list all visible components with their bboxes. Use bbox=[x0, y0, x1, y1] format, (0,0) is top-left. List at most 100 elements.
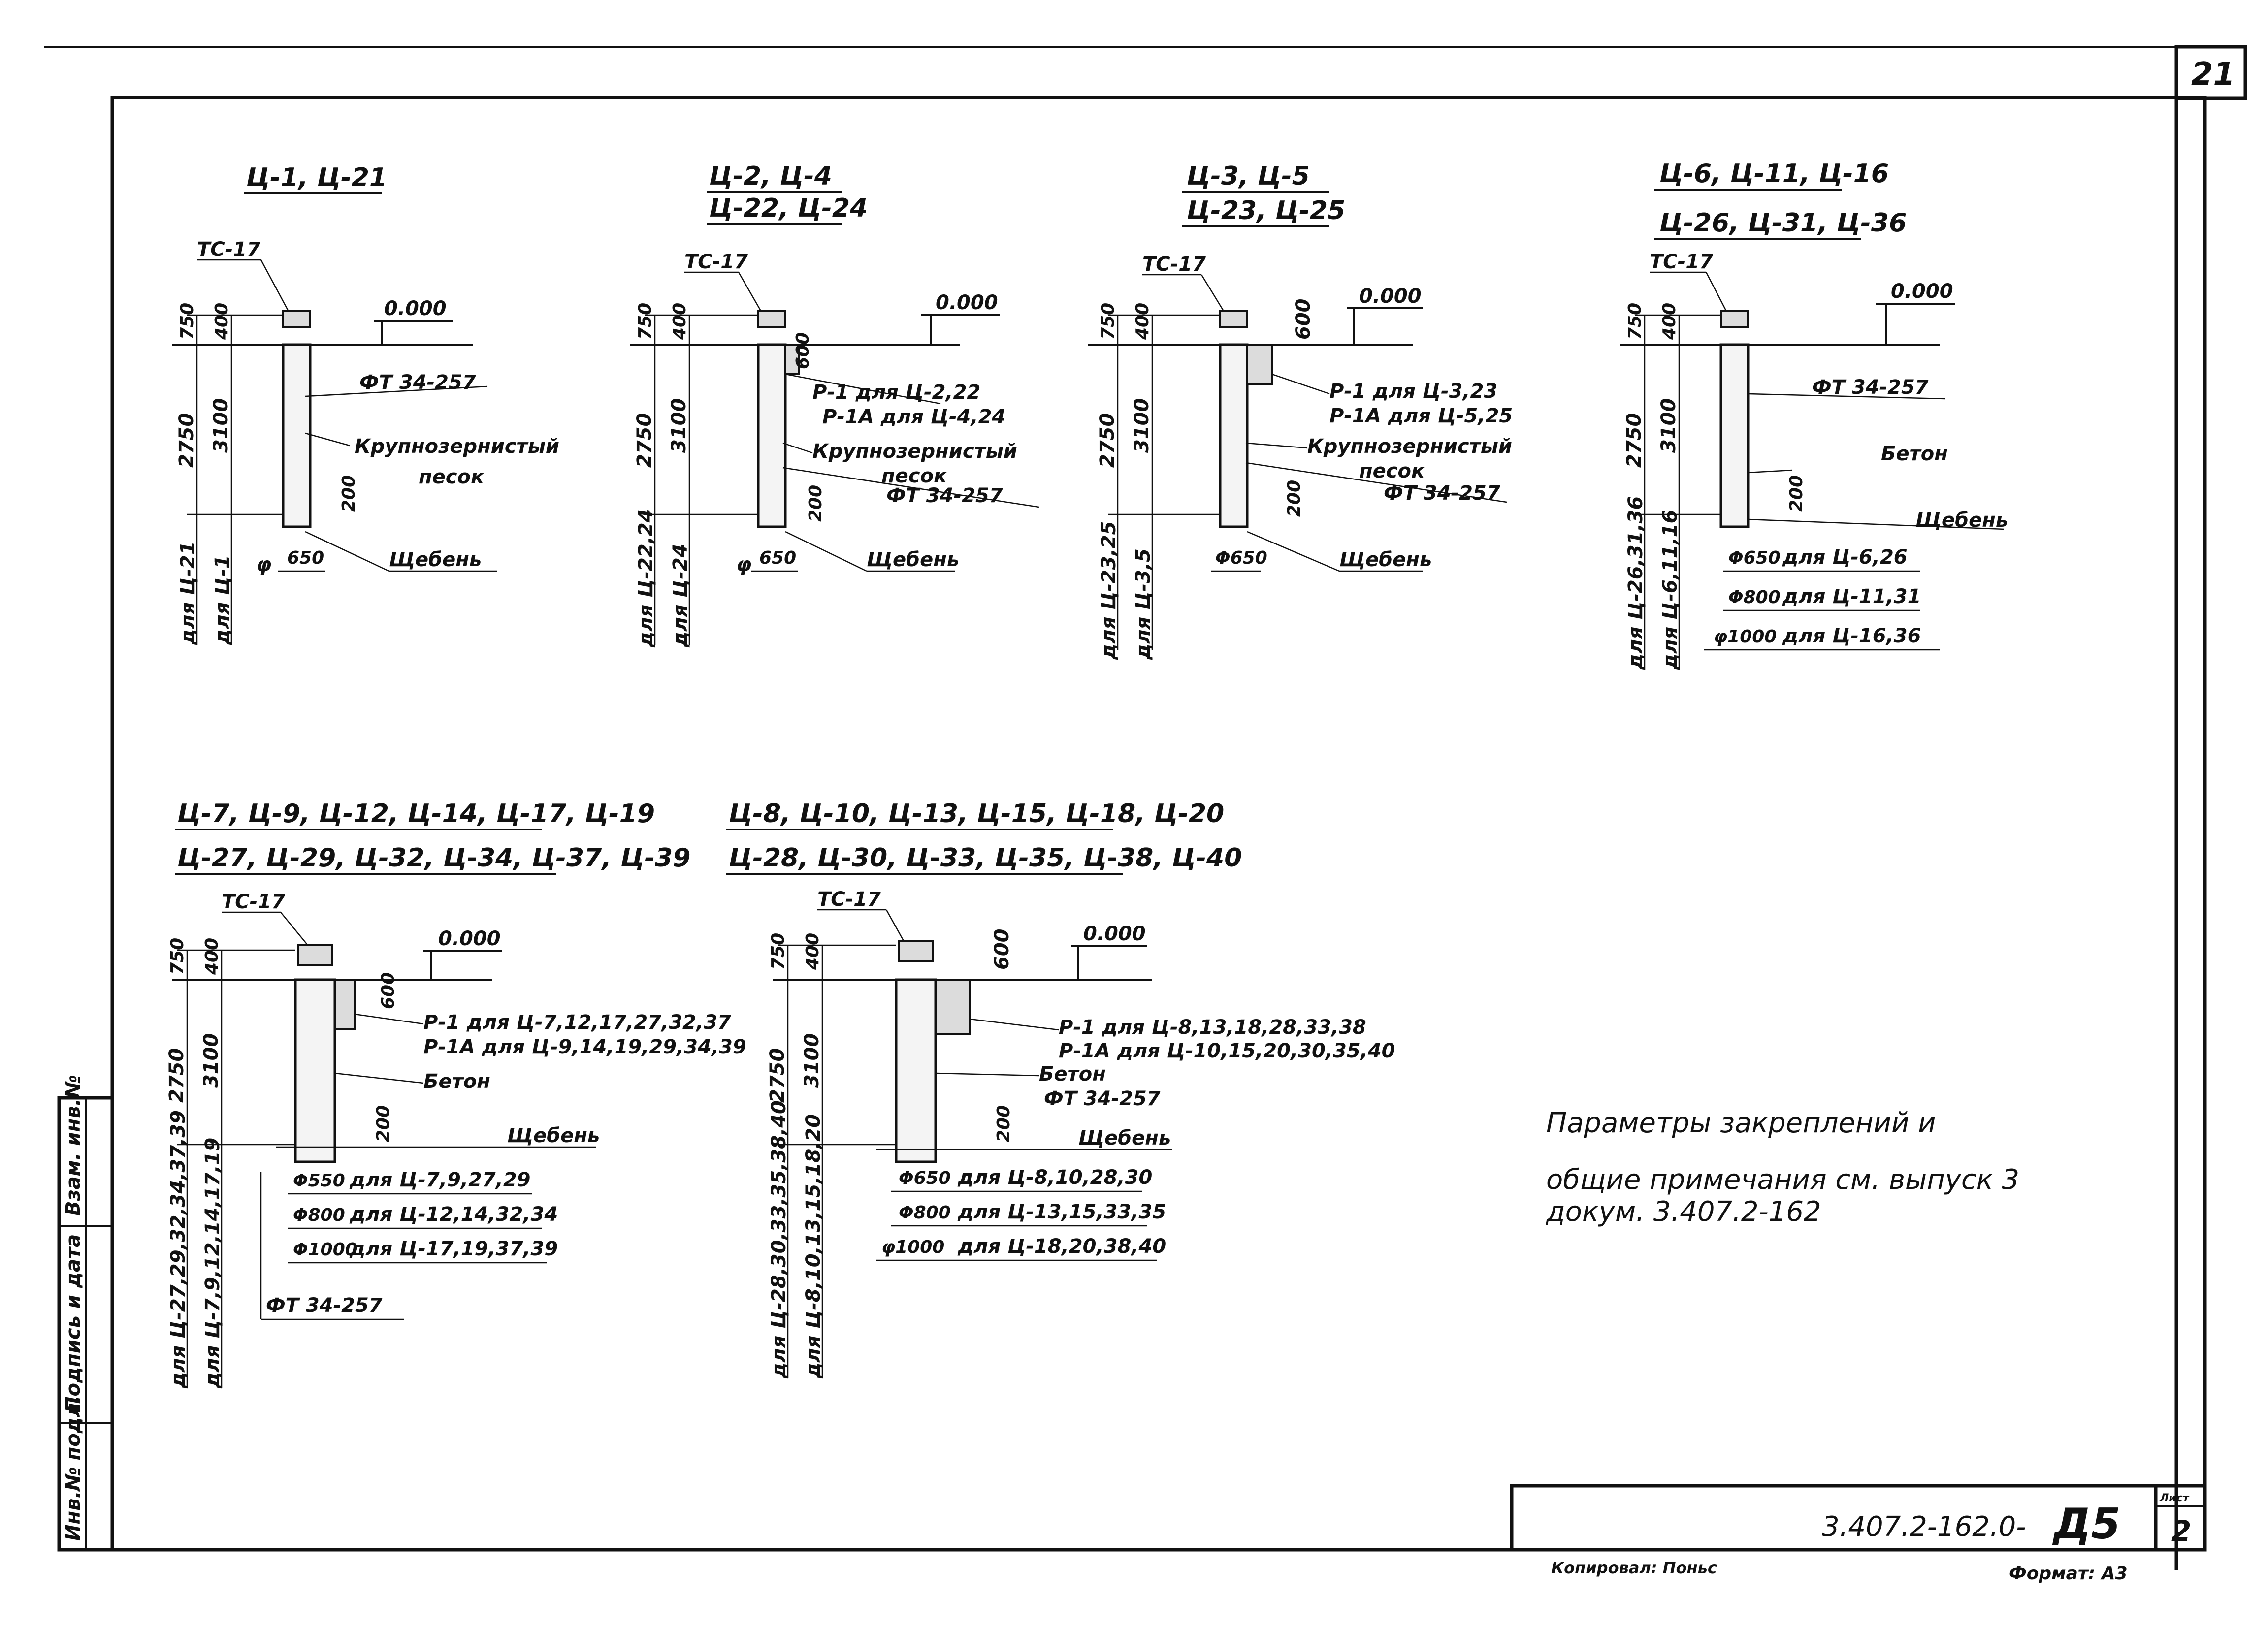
dim-200: 200 bbox=[806, 485, 826, 522]
row-3-txt: для Ц-16,36 bbox=[1782, 625, 1921, 647]
dim-400: 400 bbox=[1659, 303, 1680, 340]
detail-5: Ц-7, Ц-9, Ц-12, Ц-14, Ц-17, Ц-19 Ц-27, Ц… bbox=[165, 799, 746, 1389]
gravel-label: Щебень bbox=[1078, 1127, 1171, 1149]
dim-2750: 2750 bbox=[165, 1048, 188, 1103]
detail-title: Ц-1, Ц-21 bbox=[246, 163, 387, 192]
for-right: для Ц-8,10,13,15,18,20 bbox=[802, 1114, 825, 1379]
detail-title: Ц-8, Ц-10, Ц-13, Ц-15, Ц-18, Ц-20 bbox=[729, 799, 1224, 829]
row-2-d: Φ800 bbox=[293, 1205, 345, 1225]
dim-3100: 3100 bbox=[210, 398, 232, 453]
sheet-label: Лист bbox=[2159, 1492, 2190, 1504]
tc-head bbox=[757, 310, 786, 328]
r1a-label: Р-1А для Ц-10,15,20,30,35,40 bbox=[1059, 1040, 1395, 1062]
concrete-label: Бетон bbox=[423, 1070, 490, 1093]
dim-3100: 3100 bbox=[1131, 398, 1153, 453]
r1-label: Р-1 для Ц-8,13,18,28,33,38 bbox=[1059, 1016, 1366, 1039]
zero-mark: 0.000 bbox=[1083, 923, 1146, 945]
copied-by: Копировал: Поньс bbox=[1551, 1559, 1717, 1577]
pile-body bbox=[294, 978, 336, 1163]
tc-label: ТС-17 bbox=[817, 888, 881, 911]
pile-body bbox=[282, 343, 312, 528]
pipe-label: ФТ 34-257 bbox=[1384, 482, 1500, 505]
notes-line-3: докум. 3.407.2-162 bbox=[1546, 1196, 1821, 1228]
crossbar bbox=[935, 979, 971, 1035]
gravel-label: Щебень bbox=[867, 548, 959, 571]
for-left: для Ц-26,31,36 bbox=[1624, 496, 1647, 670]
phi-label: φ bbox=[256, 553, 271, 576]
pipe-label: ФТ 34-257 bbox=[266, 1294, 383, 1317]
row-1-txt: для Ц-6,26 bbox=[1782, 546, 1908, 569]
row-1-txt: для Ц-8,10,28,30 bbox=[957, 1166, 1152, 1189]
diameter-label: 650 bbox=[287, 548, 324, 568]
doc-suffix: Д5 bbox=[2052, 1500, 2120, 1549]
dim-750: 750 bbox=[635, 303, 655, 340]
dim-3100: 3100 bbox=[200, 1033, 223, 1088]
sand-label-1: Крупнозернистый bbox=[812, 440, 1017, 463]
phi-label: φ bbox=[736, 553, 751, 576]
dim-2750: 2750 bbox=[633, 413, 656, 468]
notes-line-2: общие примечания см. выпуск 3 bbox=[1546, 1164, 2019, 1196]
for-right: для Ц-7,9,12,14,17,19 bbox=[201, 1138, 224, 1389]
dim-600: 600 bbox=[793, 332, 813, 369]
pile-body bbox=[1719, 343, 1750, 528]
dim-600: 600 bbox=[991, 929, 1013, 970]
tc-label: ТС-17 bbox=[222, 891, 285, 913]
sand-label-1: Крупнозернистый bbox=[355, 435, 559, 458]
row-2-txt: для Ц-13,15,33,35 bbox=[957, 1201, 1166, 1223]
dim-750: 750 bbox=[1098, 303, 1118, 340]
detail-3: Ц-3, Ц-5 Ц-23, Ц-25 ТС-17 600 0.000 750 … bbox=[1088, 161, 1513, 660]
concrete-label: Бетон bbox=[1881, 443, 1948, 465]
dim-2750: 2750 bbox=[1623, 413, 1646, 468]
row-3-txt: для Ц-18,20,38,40 bbox=[957, 1235, 1166, 1258]
row-1-txt: для Ц-7,9,27,29 bbox=[349, 1169, 531, 1191]
tc-head bbox=[282, 310, 311, 328]
pipe-label: ФТ 34-257 bbox=[1812, 376, 1929, 399]
dim-200: 200 bbox=[373, 1105, 393, 1142]
side-stamp-inv: Инв.№ подл. bbox=[62, 1395, 85, 1541]
row-2-d: Φ800 bbox=[899, 1203, 951, 1223]
dim-3100: 3100 bbox=[668, 398, 690, 453]
detail-title-2: Ц-22, Ц-24 bbox=[709, 193, 868, 223]
gravel-label: Щебень bbox=[1339, 548, 1432, 571]
detail-title-2: Ц-23, Ц-25 bbox=[1187, 196, 1345, 225]
sand-label-2: песок bbox=[1359, 460, 1425, 482]
tc-head bbox=[898, 940, 934, 962]
dim-750: 750 bbox=[167, 938, 188, 975]
detail-title: Ц-2, Ц-4 bbox=[709, 161, 832, 191]
row-1-d: Φ650 bbox=[1728, 548, 1781, 568]
detail-title: Ц-6, Ц-11, Ц-16 bbox=[1659, 159, 1889, 189]
pile-body bbox=[895, 978, 937, 1163]
r1a-label: Р-1А для Ц-5,25 bbox=[1329, 405, 1513, 427]
pipe-label: ФТ 34-257 bbox=[1044, 1087, 1161, 1110]
sheet-number: 2 bbox=[2171, 1514, 2191, 1548]
tc-label: ТС-17 bbox=[197, 238, 260, 261]
detail-title-2: Ц-28, Ц-30, Ц-33, Ц-35, Ц-38, Ц-40 bbox=[729, 843, 1242, 873]
tc-label: ТС-17 bbox=[684, 251, 748, 273]
zero-mark: 0.000 bbox=[1891, 280, 1953, 303]
for-left: для Ц-21 bbox=[177, 541, 199, 645]
for-left: для Ц-28,30,33,35,38,40 bbox=[768, 1100, 790, 1379]
sand-label-2: песок bbox=[419, 466, 485, 488]
tc-label: ТС-17 bbox=[1650, 251, 1713, 273]
detail-title: Ц-3, Ц-5 bbox=[1187, 161, 1310, 191]
sand-label-1: Крупнозернистый bbox=[1307, 435, 1512, 458]
for-left: для Ц-22,24 bbox=[635, 509, 657, 648]
zero-mark: 0.000 bbox=[936, 291, 998, 314]
row-3-d: Φ1000 bbox=[293, 1240, 357, 1260]
diameter-label: Φ650 bbox=[1215, 548, 1267, 568]
detail-title-2: Ц-26, Ц-31, Ц-36 bbox=[1659, 208, 1907, 238]
zero-mark: 0.000 bbox=[1359, 285, 1422, 308]
for-right: для Ц-24 bbox=[669, 543, 692, 648]
crossbar bbox=[1246, 344, 1273, 385]
dim-3100: 3100 bbox=[1657, 398, 1680, 453]
dim-2750: 2750 bbox=[766, 1048, 789, 1103]
detail-1: Ц-1, Ц-21 ТС-17 0.000 750 400 2750 3100 … bbox=[172, 163, 559, 645]
r1a-label: Р-1А для Ц-4,24 bbox=[822, 406, 1005, 428]
doc-code: 3.407.2-162.0- bbox=[1822, 1511, 2026, 1543]
notes-line-1: Параметры закреплений и bbox=[1546, 1107, 1936, 1139]
row-2-txt: для Ц-11,31 bbox=[1782, 585, 1921, 608]
tc-head bbox=[297, 944, 333, 966]
general-notes: Параметры закреплений и общие примечания… bbox=[1546, 1107, 2019, 1228]
page-number-box bbox=[2174, 45, 2247, 100]
